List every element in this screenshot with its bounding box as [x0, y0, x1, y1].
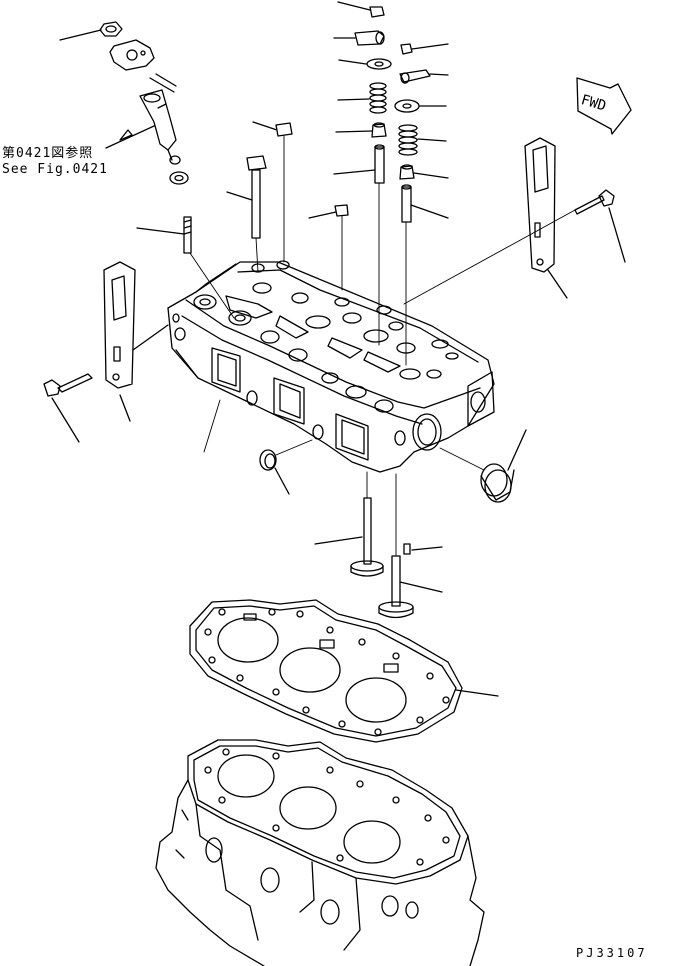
valve-nut-part — [400, 43, 449, 55]
valve-spring-right-part — [398, 124, 447, 156]
reference-note-japanese: 第0421図参照 — [2, 146, 94, 161]
reference-note-english: See Fig.0421 — [2, 162, 108, 177]
svg-text:FWD: FWD — [579, 92, 608, 114]
stud-bolt-part — [136, 216, 235, 319]
nozzle-holder-bolt-part — [308, 204, 349, 291]
rocker-adjuster-part — [333, 30, 385, 46]
fwd-arrow-icon: FWD — [576, 77, 632, 135]
lifting-bracket-bolt-left-part — [43, 373, 93, 443]
figure-code: PJ33107 — [576, 946, 648, 960]
valve-guide-left-part — [333, 144, 385, 184]
head-bolt-long-part — [226, 155, 267, 273]
injector-nut-part — [59, 21, 123, 41]
lifting-bracket-right-part — [524, 137, 568, 299]
lifting-bracket-bolt-right-part — [403, 189, 626, 305]
valve-stem-seal-right-part — [399, 164, 449, 180]
lifting-bracket-left-part — [103, 261, 169, 422]
exhaust-valve-part — [378, 473, 443, 619]
valve-cap-part — [337, 1, 385, 18]
cylinder-block-part — [155, 739, 485, 966]
valve-keeper-part — [403, 543, 443, 555]
injector-washer-part — [169, 155, 189, 185]
seal-ring-part — [259, 439, 313, 495]
valve-stem-seal-left-part — [335, 122, 387, 138]
expansion-plug-part — [439, 429, 527, 503]
spring-retainer-2-part — [394, 99, 447, 113]
injector-clamp-plate-part — [109, 39, 155, 71]
rocker-adjuster-2-part — [399, 69, 449, 84]
head-gasket-part — [189, 599, 499, 743]
valve-spring-left-part — [337, 82, 387, 114]
cylinder-head-part — [167, 260, 495, 473]
spring-retainer-part — [338, 58, 392, 70]
fuel-injector-part — [105, 73, 177, 161]
intake-valve-part — [314, 471, 384, 577]
valve-guide-right-part — [401, 184, 449, 223]
head-bolt-short-part — [252, 121, 293, 263]
